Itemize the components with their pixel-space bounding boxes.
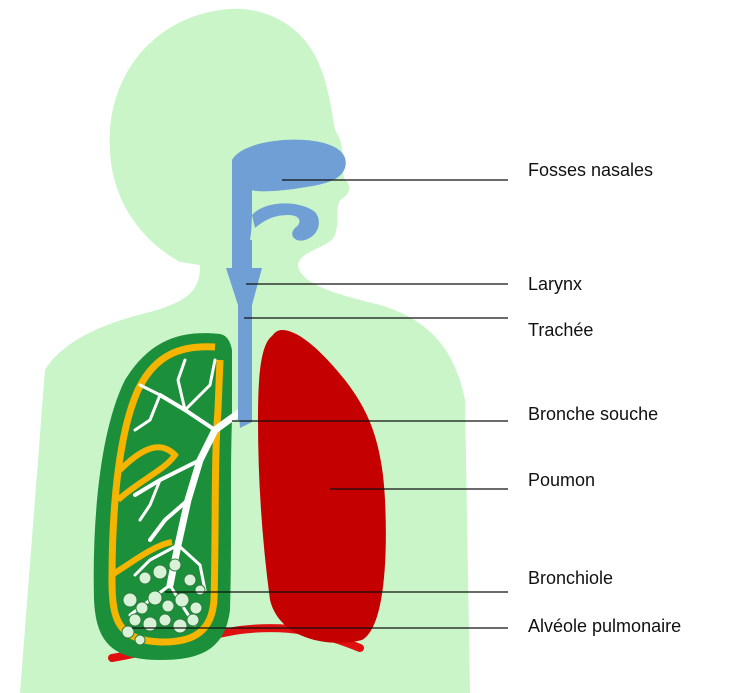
label-alveole-pulmonaire: Alvéole pulmonaire [528, 616, 681, 636]
label-fosses-nasales: Fosses nasales [528, 160, 653, 180]
label-larynx: Larynx [528, 274, 582, 294]
label-bronche-souche: Bronche souche [528, 404, 658, 424]
label-trachee: Trachée [528, 320, 593, 340]
label-bronchiole: Bronchiole [528, 568, 613, 588]
label-poumon: Poumon [528, 470, 595, 490]
